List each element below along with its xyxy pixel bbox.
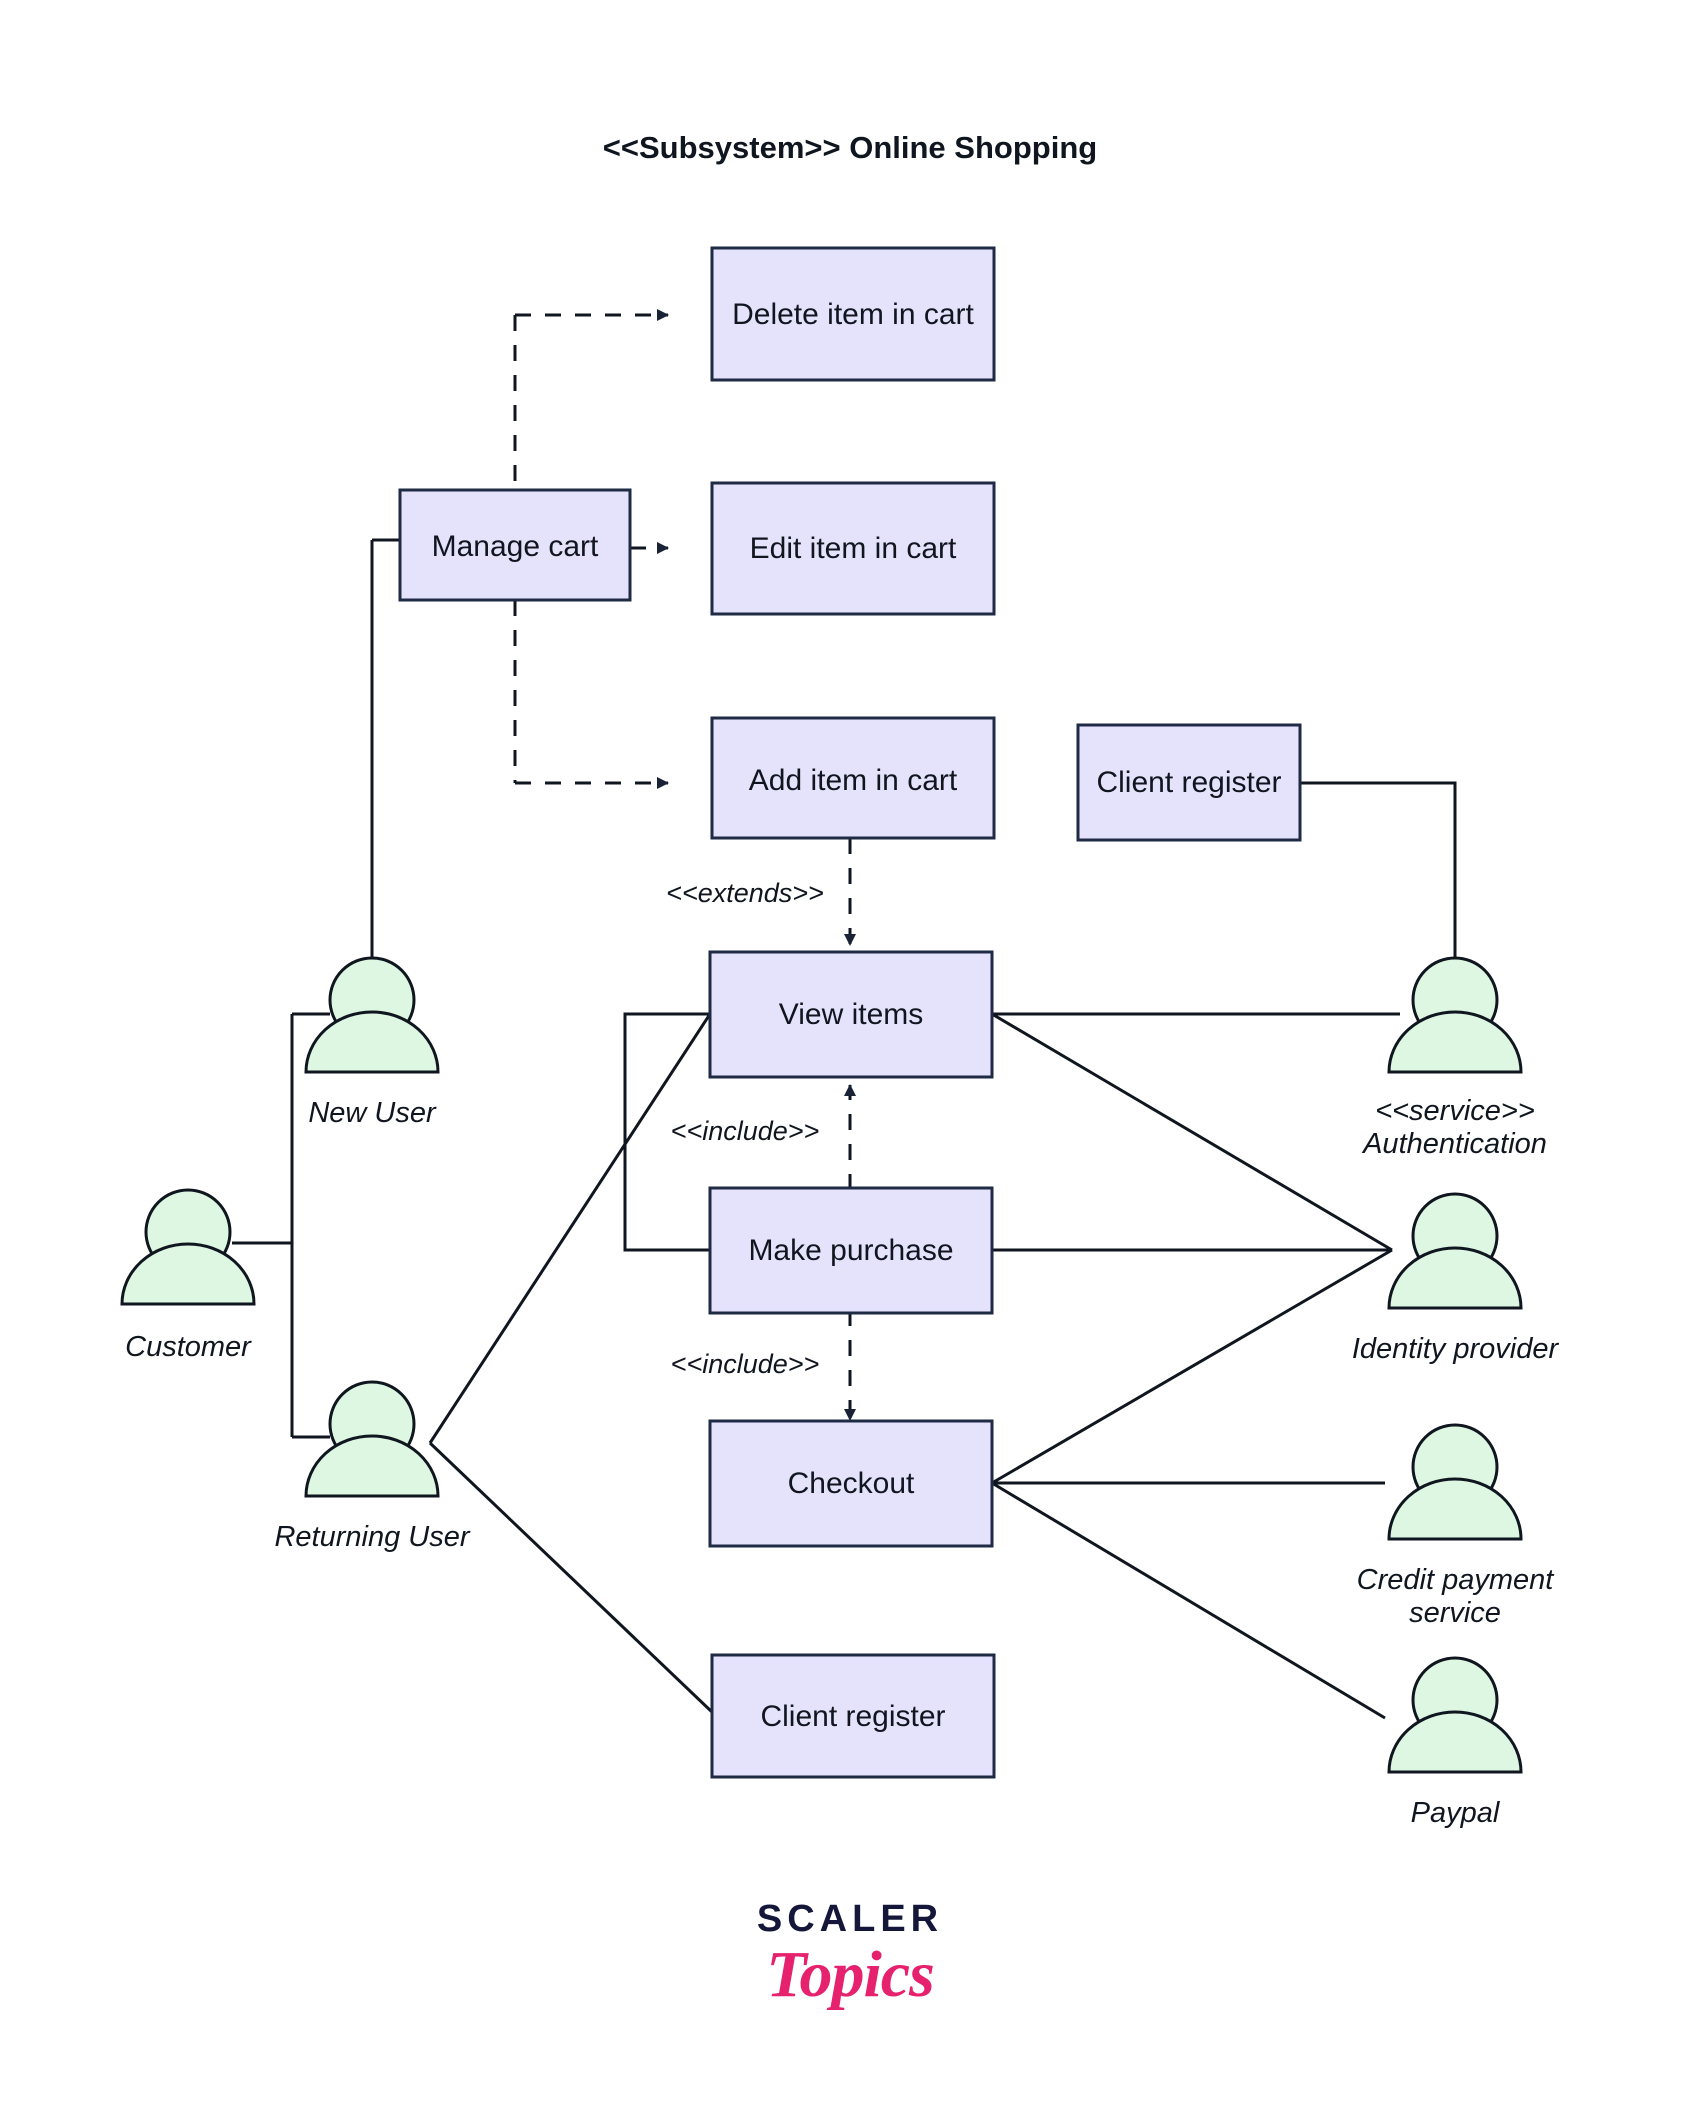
use-case-label: Client register [760, 1700, 945, 1733]
actor-body-icon [1387, 1246, 1523, 1310]
use-case-add-item-in-cart[interactable]: Add item in cart [710, 716, 996, 840]
assoc-returning-user-to-view-items [428, 1013, 712, 1444]
use-case-label: Client register [1096, 766, 1281, 799]
logo-wordmark-scaler: SCALER [756, 1898, 944, 1940]
label-include-view: <<include>> [671, 1116, 820, 1146]
use-case-box[interactable] [398, 488, 632, 602]
use-case-label: Add item in cart [749, 764, 958, 797]
assoc-returning-user-to-client-register [428, 1441, 714, 1714]
actor-label-name: Authentication [1361, 1128, 1547, 1160]
actor-body-icon [304, 1010, 440, 1074]
use-case-label: Delete item in cart [732, 298, 974, 331]
assoc-view-items-to-identity-provider [991, 1012, 1393, 1252]
use-case-box[interactable] [710, 481, 996, 616]
use-case-manage-cart[interactable]: Manage cart [398, 488, 632, 602]
actor-body-icon [304, 1434, 440, 1498]
use-case-label: Checkout [788, 1467, 915, 1500]
assoc-new-user-bracket-view-make [623, 1012, 710, 1252]
actor-body-icon [1387, 1477, 1523, 1541]
use-case-make-purchase[interactable]: Make purchase [708, 1186, 994, 1315]
actor-label-line2: service [1409, 1597, 1501, 1629]
use-case-box[interactable] [708, 950, 994, 1079]
use-case-label: Manage cart [432, 530, 599, 563]
assoc-checkout-to-paypal [991, 1481, 1386, 1720]
use-case-box[interactable] [710, 716, 996, 840]
actor-body-icon [1387, 1010, 1523, 1074]
assoc-client-register-to-authentication [1300, 781, 1457, 1012]
use-case-label: View items [779, 998, 924, 1031]
actor-returning-user[interactable]: Returning User [274, 1380, 471, 1553]
use-case-client-register-bottom[interactable]: Client register [710, 1653, 996, 1779]
logo-wordmark-topics: Topics [766, 1937, 935, 2011]
actor-identity-provider[interactable]: Identity provider [1352, 1192, 1560, 1365]
use-case-box[interactable] [710, 246, 996, 382]
actor-body-icon [120, 1242, 256, 1306]
actor-label: Paypal [1411, 1797, 1501, 1829]
use-case-box[interactable] [708, 1186, 994, 1315]
use-case-delete-item-in-cart[interactable]: Delete item in cart [710, 246, 996, 382]
actor-label: Identity provider [1352, 1333, 1560, 1365]
scaler-topics-logo: SCALER Topics [0, 1898, 1700, 2011]
use-case-label: Make purchase [748, 1234, 953, 1267]
use-case-box[interactable] [708, 1419, 994, 1548]
label-include-checkout: <<include>> [671, 1349, 820, 1379]
actor-new-user[interactable]: New User [304, 956, 440, 1129]
actor-authentication[interactable]: <<service>> Authentication [1361, 956, 1547, 1160]
use-case-view-items[interactable]: View items [708, 950, 994, 1079]
use-case-box[interactable] [710, 1653, 996, 1779]
actor-body-icon [1387, 1710, 1523, 1774]
actor-label: Returning User [274, 1521, 470, 1553]
assoc-checkout-to-identity-provider [991, 1248, 1393, 1485]
use-case-client-register-top[interactable]: Client register [1076, 723, 1302, 842]
use-case-label: Edit item in cart [750, 532, 957, 565]
actor-label-line1: Credit payment [1357, 1564, 1556, 1596]
actor-credit-payment-service[interactable]: Credit payment service [1357, 1423, 1556, 1629]
actor-customer[interactable]: Customer [120, 1188, 256, 1363]
actor-label: New User [308, 1097, 437, 1129]
use-case-checkout[interactable]: Checkout [708, 1419, 994, 1548]
actor-label: Customer [125, 1331, 252, 1363]
actor-label-stereotype: <<service>> [1375, 1095, 1535, 1127]
use-case-box[interactable] [1076, 723, 1302, 842]
actor-paypal[interactable]: Paypal [1387, 1656, 1523, 1829]
use-case-edit-item-in-cart[interactable]: Edit item in cart [710, 481, 996, 616]
diagram-title: <<Subsystem>> Online Shopping [603, 130, 1097, 165]
label-extends: <<extends>> [666, 878, 824, 908]
